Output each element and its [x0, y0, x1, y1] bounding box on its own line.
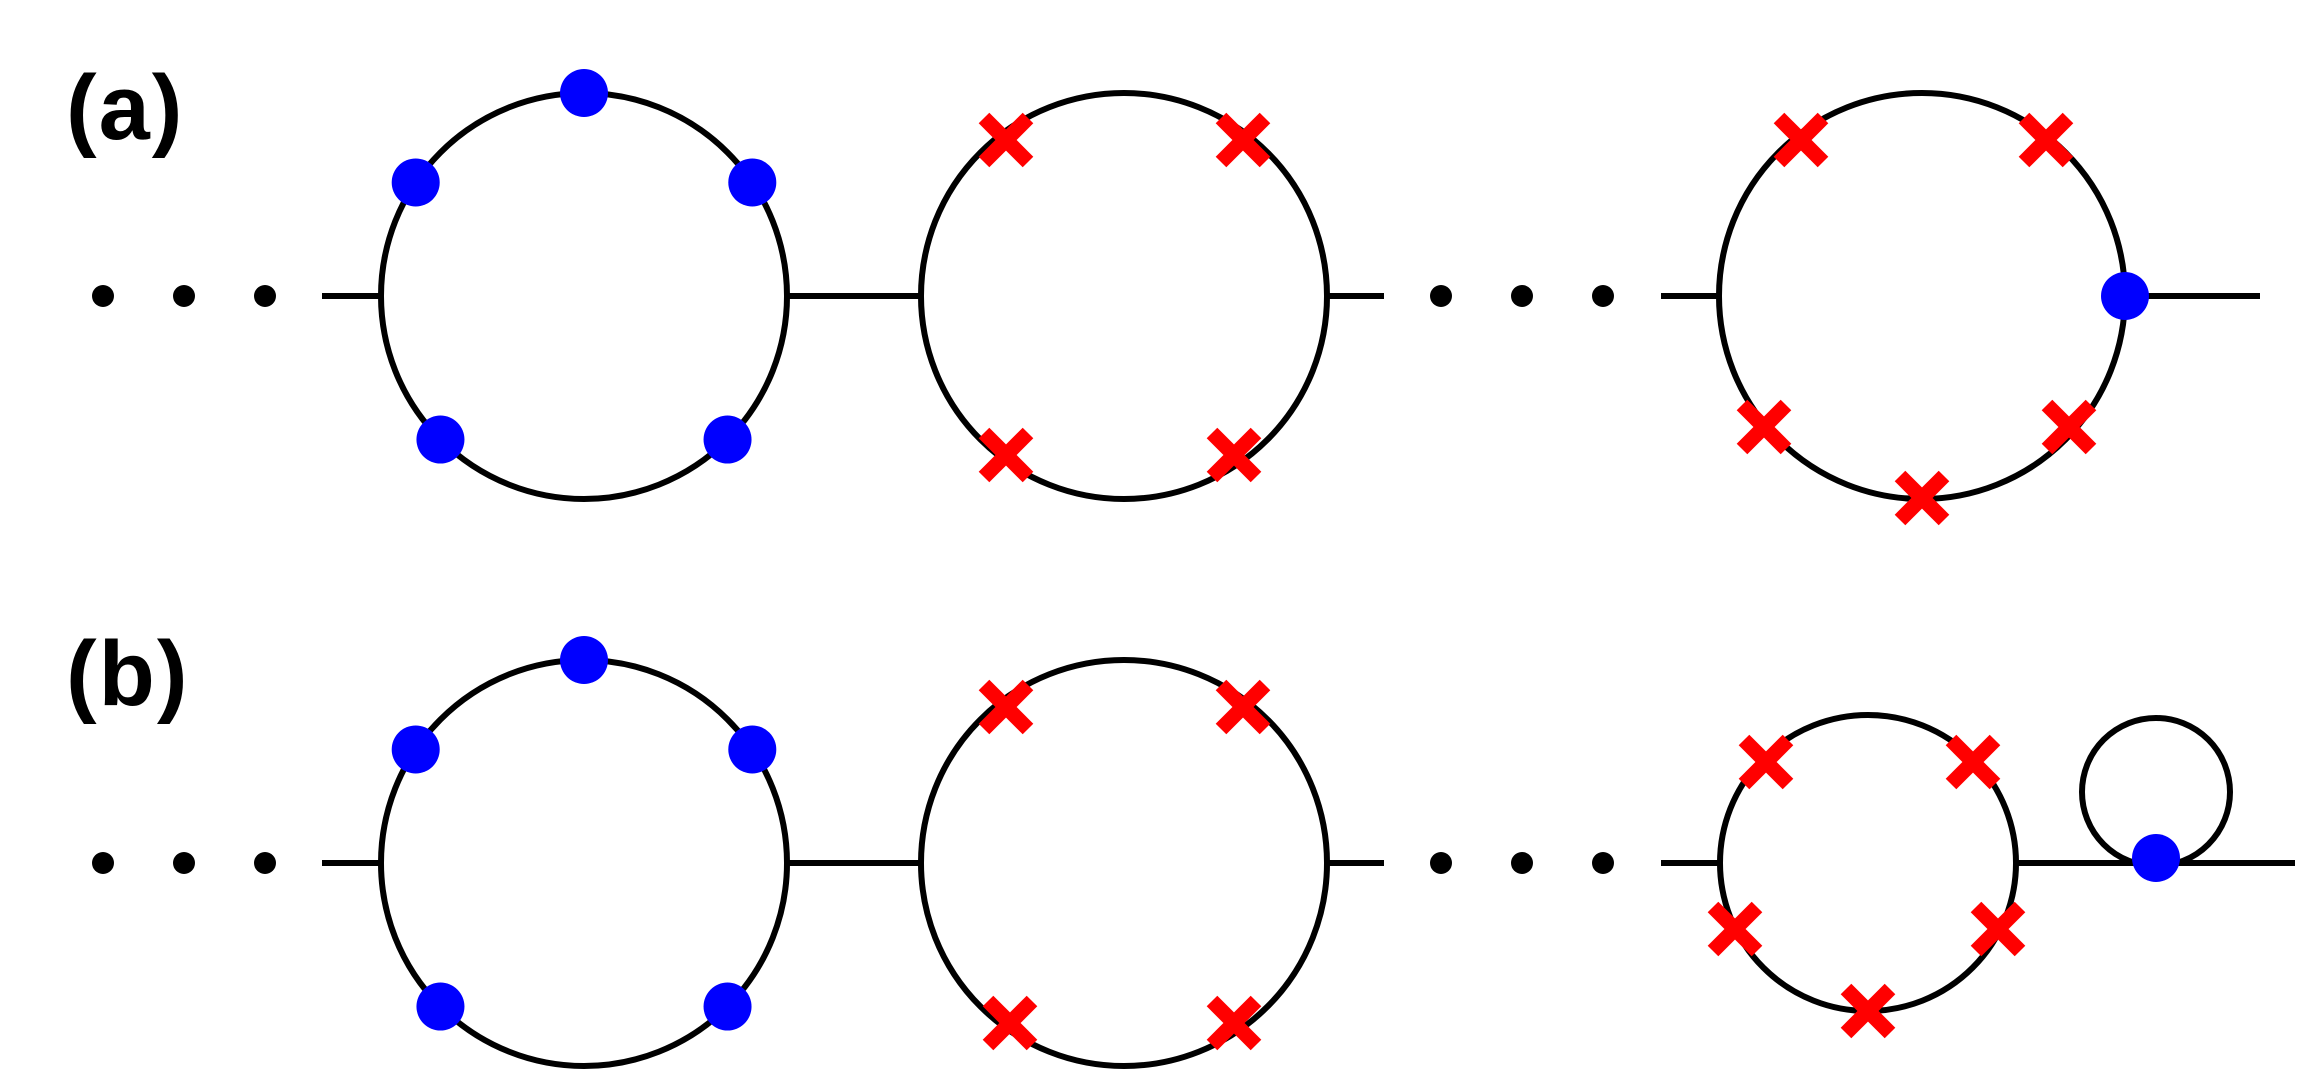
red-cross-icon: [2018, 112, 2074, 168]
red-cross-icon: [982, 995, 1038, 1051]
blue-dot-icon: [391, 158, 440, 207]
red-cross-icon: [1206, 995, 1262, 1051]
red-cross-icon: [1736, 399, 1792, 455]
blue-dot-icon: [560, 69, 608, 117]
blue-dot-icon: [2101, 272, 2149, 320]
red-cross-icon: [1738, 734, 1794, 790]
red-cross-icon: [1773, 112, 1829, 168]
ellipsis-dot: [1511, 285, 1533, 307]
panel-label-b: (b): [66, 623, 190, 725]
blue-dot-icon: [2132, 834, 2180, 882]
ellipsis-dot: [92, 852, 114, 874]
panel-label-a: (a): [66, 57, 185, 159]
blue-dot-icon: [703, 982, 752, 1031]
ellipsis-dot: [254, 285, 276, 307]
red-cross-icon: [978, 427, 1034, 483]
blue-dot-icon: [391, 725, 440, 774]
ellipsis-dot: [1511, 852, 1533, 874]
ellipsis-dot: [92, 285, 114, 307]
ellipsis-dot: [1592, 852, 1614, 874]
blue-dot-icon: [416, 415, 465, 464]
red-cross-icon: [1894, 470, 1950, 526]
red-cross-icon: [1215, 112, 1271, 168]
ellipsis-dot: [173, 285, 195, 307]
ellipsis-dot: [1592, 285, 1614, 307]
red-cross-icon: [1840, 983, 1896, 1039]
red-cross-icon: [978, 679, 1034, 735]
blue-dot-icon: [728, 725, 777, 774]
blue-dot-icon: [560, 636, 608, 684]
red-cross-icon: [1206, 427, 1262, 483]
ellipsis-dot: [173, 852, 195, 874]
red-cross-icon: [1945, 734, 2001, 790]
red-cross-icon: [1707, 901, 1763, 957]
ellipsis-dot: [1430, 852, 1452, 874]
blue-dot-icon: [728, 158, 777, 207]
blue-dot-icon: [703, 415, 752, 464]
ellipsis-dot: [1430, 285, 1452, 307]
red-cross-icon: [1970, 901, 2026, 957]
red-cross-icon: [2041, 399, 2097, 455]
blue-dot-icon: [416, 982, 465, 1031]
ellipsis-dot: [254, 852, 276, 874]
red-cross-icon: [978, 112, 1034, 168]
red-cross-icon: [1215, 679, 1271, 735]
